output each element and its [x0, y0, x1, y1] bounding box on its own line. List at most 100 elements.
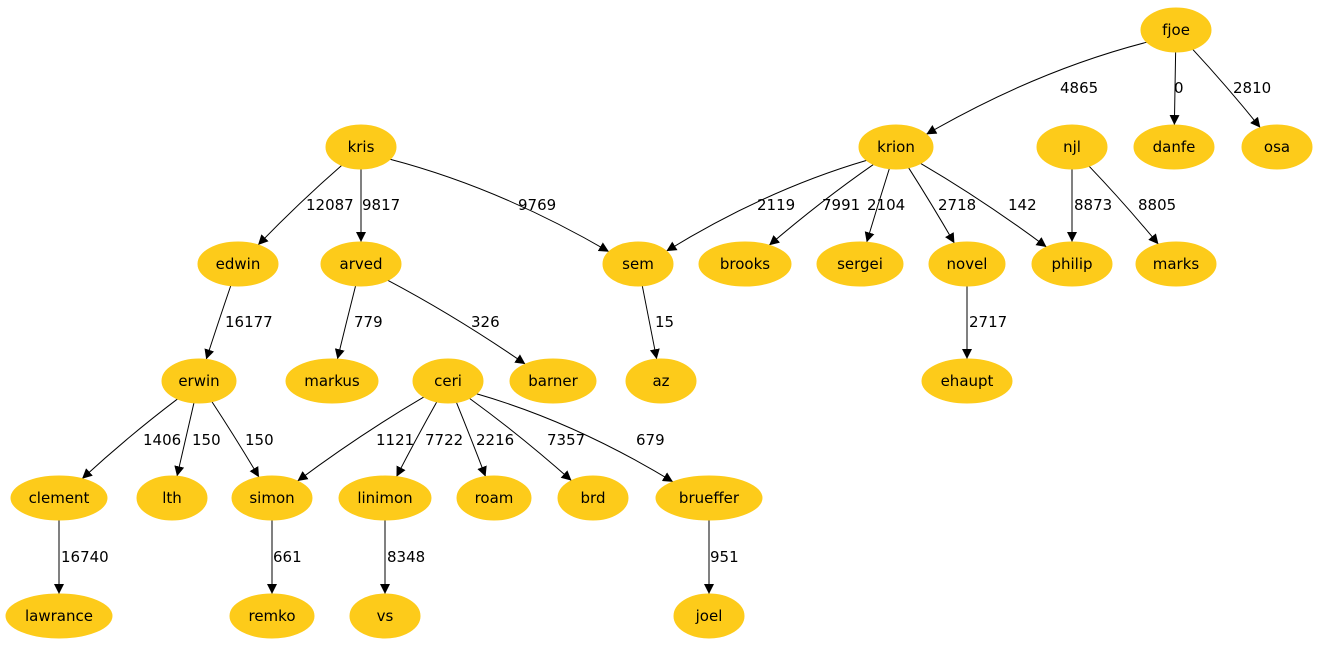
node-arved[interactable]: arved	[320, 241, 402, 287]
edge-weight-label: 1121	[376, 431, 414, 449]
node-label: ceri	[434, 372, 462, 390]
node-ehaupt[interactable]: ehaupt	[921, 358, 1013, 404]
edge-line	[920, 162, 1047, 248]
node-roam[interactable]: roam	[456, 475, 532, 521]
node-danfe[interactable]: danfe	[1133, 124, 1215, 170]
node-label: markus	[304, 372, 360, 390]
node-label: arved	[340, 255, 383, 273]
node-ellipse	[5, 593, 113, 639]
node-label: kris	[348, 138, 375, 156]
edge-weight-label: 951	[710, 548, 739, 566]
node-krion[interactable]: krion	[858, 124, 934, 170]
edge-edwin-erwin: 16177	[204, 285, 273, 360]
node-ceri[interactable]: ceri	[412, 358, 484, 404]
node-novel[interactable]: novel	[928, 241, 1006, 287]
node-lth[interactable]: lth	[136, 475, 208, 521]
edge-line	[469, 397, 572, 482]
node-label: lawrance	[25, 607, 93, 625]
edge-weight-label: 0	[1174, 79, 1184, 97]
node-erwin[interactable]: erwin	[161, 358, 237, 404]
edge-sem-az: 15	[641, 285, 674, 360]
node-ellipse	[655, 475, 763, 521]
node-kris[interactable]: kris	[325, 124, 397, 170]
node-label: joel	[695, 607, 723, 625]
node-ellipse	[325, 124, 397, 170]
edge-brueffer-joel: 951	[704, 520, 739, 594]
node-label: osa	[1264, 138, 1290, 156]
node-ellipse	[698, 241, 792, 287]
node-edwin[interactable]: edwin	[197, 241, 279, 287]
node-marks[interactable]: marks	[1135, 241, 1217, 287]
edge-simon-remko: 661	[267, 520, 302, 594]
node-label: krion	[877, 138, 915, 156]
edge-weight-label: 8805	[1138, 196, 1176, 214]
node-ellipse	[1133, 124, 1215, 170]
node-remko[interactable]: remko	[229, 593, 315, 639]
node-ellipse	[231, 475, 313, 521]
node-linimon[interactable]: linimon	[338, 475, 432, 521]
node-label: brueffer	[679, 489, 740, 507]
edge-line	[81, 398, 178, 480]
node-label: philip	[1051, 255, 1092, 273]
edge-weight-label: 7357	[547, 431, 585, 449]
edge-novel-ehaupt: 2717	[962, 286, 1007, 359]
edge-line	[1192, 48, 1261, 128]
node-barner[interactable]: barner	[509, 358, 597, 404]
edge-linimon-vs: 8348	[380, 520, 425, 594]
node-label: ehaupt	[941, 372, 994, 390]
node-az[interactable]: az	[625, 358, 697, 404]
edge-line	[1169, 51, 1180, 126]
node-njl[interactable]: njl	[1036, 124, 1108, 170]
node-clement[interactable]: clement	[10, 475, 108, 521]
edge-line	[211, 401, 260, 478]
edge-njl-philip: 8873	[1067, 169, 1112, 242]
node-ellipse	[557, 475, 629, 521]
node-markus[interactable]: markus	[285, 358, 379, 404]
edge-weight-label: 779	[354, 313, 383, 331]
node-simon[interactable]: simon	[231, 475, 313, 521]
node-ellipse	[602, 241, 674, 287]
node-label: marks	[1153, 255, 1200, 273]
edge-fjoe-krion: 4865	[926, 41, 1147, 135]
node-label: sem	[622, 255, 654, 273]
node-philip[interactable]: philip	[1031, 241, 1113, 287]
nodes-layer: fjoe kris krion njl danfe osa edwin arved sem bro…	[5, 7, 1313, 639]
edge-weight-label: 9769	[518, 196, 556, 214]
node-ellipse	[858, 124, 934, 170]
edge-krion-sem: 2119	[666, 159, 867, 252]
node-sergei[interactable]: sergei	[816, 241, 904, 287]
node-ellipse	[673, 593, 745, 639]
node-brd[interactable]: brd	[557, 475, 629, 521]
edge-fjoe-danfe: 0	[1169, 51, 1184, 126]
node-osa[interactable]: osa	[1241, 124, 1313, 170]
edge-line	[389, 158, 610, 253]
node-brueffer[interactable]: brueffer	[655, 475, 763, 521]
node-ellipse	[10, 475, 108, 521]
node-ellipse	[1140, 7, 1212, 53]
edge-weight-label: 15	[655, 313, 674, 331]
edge-arved-markus: 779	[334, 285, 383, 360]
node-brooks[interactable]: brooks	[698, 241, 792, 287]
edge-line	[641, 285, 660, 360]
edge-line	[476, 393, 674, 483]
node-vs[interactable]: vs	[349, 593, 421, 639]
node-ellipse	[161, 358, 237, 404]
edge-line	[1088, 165, 1159, 245]
node-ellipse	[1031, 241, 1113, 287]
node-label: brd	[581, 489, 606, 507]
edge-clement-lawrance: 16740	[54, 520, 109, 594]
node-ellipse	[349, 593, 421, 639]
node-fjoe[interactable]: fjoe	[1140, 7, 1212, 53]
node-label: barner	[528, 372, 578, 390]
edge-weight-label: 7991	[822, 196, 860, 214]
edge-line	[926, 41, 1147, 135]
node-label: clement	[29, 489, 90, 507]
node-ellipse	[456, 475, 532, 521]
edge-weight-label: 2717	[969, 313, 1007, 331]
node-label: roam	[475, 489, 514, 507]
node-sem[interactable]: sem	[602, 241, 674, 287]
node-lawrance[interactable]: lawrance	[5, 593, 113, 639]
node-joel[interactable]: joel	[673, 593, 745, 639]
node-ellipse	[928, 241, 1006, 287]
